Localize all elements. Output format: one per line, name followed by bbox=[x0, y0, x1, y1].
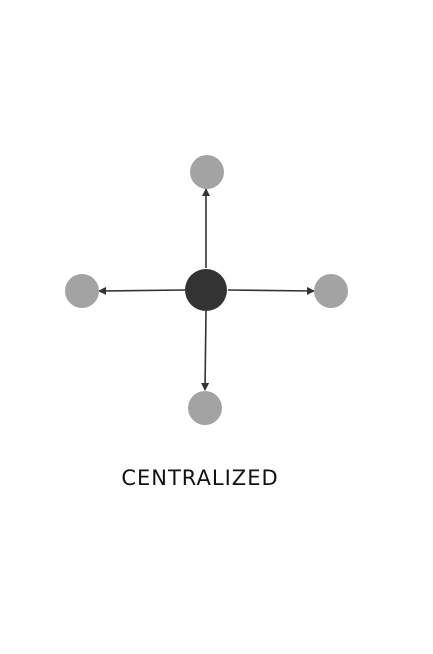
node-top bbox=[190, 155, 224, 189]
node-right bbox=[314, 274, 348, 308]
edge-center-to-bottom bbox=[201, 310, 210, 391]
node-left bbox=[65, 274, 99, 308]
diagram-caption: CENTRALIZED bbox=[121, 466, 279, 490]
node-bottom bbox=[188, 391, 222, 425]
edge-center-to-left bbox=[98, 286, 186, 295]
edge-center-to-right bbox=[227, 286, 315, 295]
node-center bbox=[185, 269, 227, 311]
